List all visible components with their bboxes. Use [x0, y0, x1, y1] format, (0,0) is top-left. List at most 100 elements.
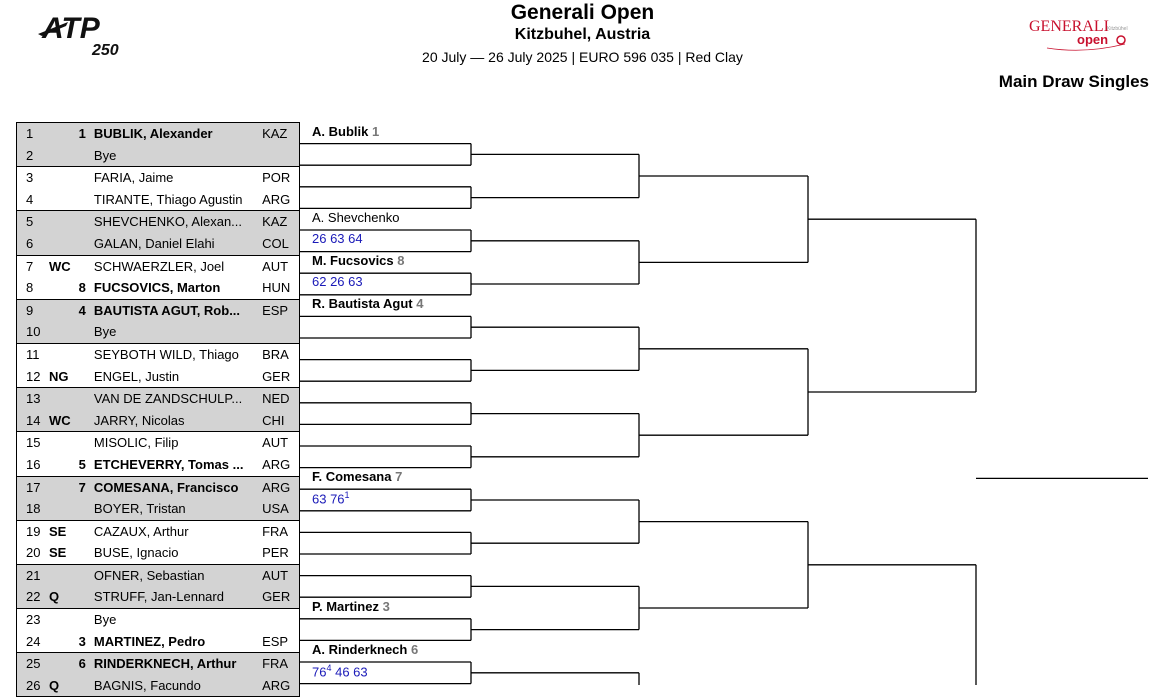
seed-number: [70, 608, 94, 631]
player-nation: [258, 321, 300, 344]
entry-tag: [48, 475, 71, 499]
player-nation: AUT: [258, 431, 300, 454]
round1-winner: A. Rinderknech 6: [312, 642, 418, 657]
seed-number: [70, 342, 94, 366]
round1-winner: F. Comesana 7: [312, 469, 402, 484]
player-name: OFNER, Sebastian: [93, 563, 259, 587]
entry-tag: [48, 342, 71, 366]
winner-name: M. Fucsovics: [312, 253, 394, 269]
player-nation: NED: [258, 387, 300, 410]
sponsor-logo-small: Kitzbühel: [1107, 26, 1128, 32]
winner-seed: 1: [368, 123, 380, 139]
draw-number: 20: [26, 545, 41, 561]
round1-winner: R. Bautista Agut 4: [312, 296, 423, 311]
match-score: 62 26 63: [312, 274, 363, 290]
winner-seed: 3: [378, 598, 390, 614]
round1-winner: P. Martinez 3: [312, 599, 390, 614]
draw-number: 15: [16, 431, 49, 454]
sponsor-logo-text: GENERALI: [1029, 18, 1109, 35]
sponsor-logo-sub: open: [1077, 32, 1108, 47]
seed-number: 6: [70, 652, 94, 675]
player-name: BUBLIK, Alexander: [93, 122, 259, 145]
winner-seed: 4: [412, 296, 424, 312]
draw-number: 21: [16, 563, 49, 587]
winner-name: P. Martinez: [312, 598, 379, 614]
entry-tag: WC: [48, 409, 71, 432]
draw-number: 19: [16, 519, 49, 543]
entry-tag: [48, 144, 71, 167]
entry-tag: WC: [48, 254, 71, 278]
draw-number: 13: [16, 387, 49, 410]
seed-number: [70, 586, 94, 609]
draw-number: 4: [26, 191, 34, 207]
seed-number: 1: [70, 122, 94, 145]
player-nation: HUN: [262, 280, 291, 296]
draw-number: 22: [16, 586, 49, 609]
atp-logo-level: 250: [91, 42, 119, 59]
generali-open-logo: GENERALI Kitzbühel open: [1029, 18, 1128, 51]
player-name: GALAN, Daniel Elahi: [93, 232, 259, 256]
tournament-location: Kitzbuhel, Austria: [514, 26, 651, 43]
player-name: SEYBOTH WILD, Thiago: [93, 342, 259, 366]
player-name: Bye: [93, 144, 259, 167]
seed-number: [70, 321, 94, 344]
player-name: Bye: [93, 321, 259, 344]
player-nation: BRA: [258, 342, 300, 366]
draw-number: 1: [16, 122, 49, 145]
player-nation: PER: [262, 545, 289, 561]
entry-tag: [48, 563, 71, 587]
draw-row: 2 Bye: [16, 144, 300, 167]
winner-name: F. Comesana: [312, 469, 392, 485]
entry-tag: [48, 210, 71, 233]
player-name: COMESANA, Francisco: [93, 475, 259, 499]
draw-number: 2: [16, 144, 49, 167]
player-nation: FRA: [258, 652, 300, 675]
draw-number: 10: [16, 321, 49, 344]
entry-tag: [48, 321, 71, 344]
seed-number: 4: [70, 298, 94, 322]
atp-logo-text: ATP: [41, 12, 101, 45]
player-nation: KAZ: [258, 210, 300, 233]
draw-number: 6: [16, 232, 49, 256]
draw-number: 18: [16, 498, 49, 521]
entry-tag: SE: [48, 545, 67, 561]
winner-name: A. Bublik: [312, 123, 369, 139]
draw-number: 14: [16, 409, 49, 432]
round1-winner: A. Bublik 1: [312, 124, 379, 139]
player-nation: USA: [258, 498, 300, 521]
entry-tag: [48, 298, 71, 322]
winner-seed: 6: [407, 642, 419, 657]
player-name: JARRY, Nicolas: [93, 409, 259, 432]
player-name: FARIA, Jaime: [93, 166, 259, 189]
player-nation: [258, 144, 300, 167]
player-nation: KAZ: [258, 122, 300, 145]
seed-number: [70, 431, 94, 454]
draw-subtitle: Main Draw Singles: [998, 72, 1149, 91]
round1-winner: A. Shevchenko: [312, 210, 399, 225]
player-nation: ARG: [262, 191, 291, 207]
player-name: SCHWAERZLER, Joel: [93, 254, 259, 278]
seed-number: [70, 254, 94, 278]
entry-tag: SE: [48, 519, 71, 543]
entry-tag: [48, 652, 71, 675]
entry-tag: [48, 387, 71, 410]
player-name: BOYER, Tristan: [93, 498, 259, 521]
winner-seed: 8: [393, 253, 405, 269]
entry-tag: [48, 122, 71, 145]
tournament-info: 20 July — 26 July 2025 | EURO 596 035 | …: [422, 49, 743, 65]
